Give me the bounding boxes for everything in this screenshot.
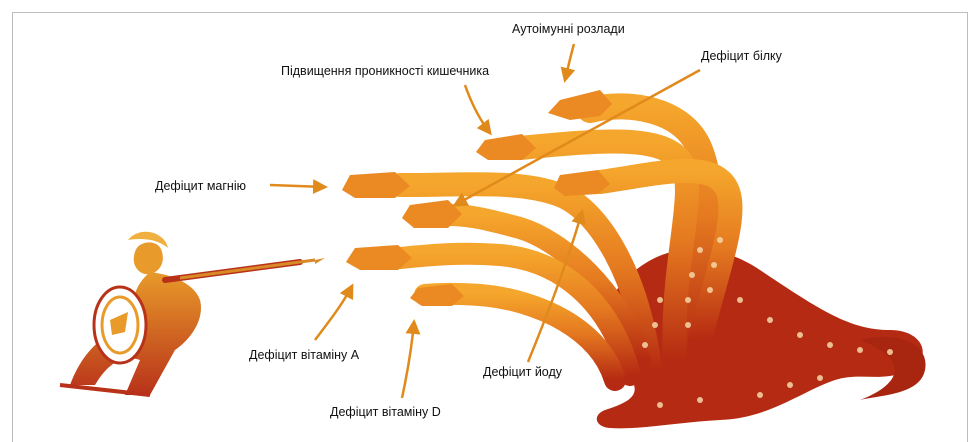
arrow-vitamin-d [402,322,414,398]
label-protein: Дефіцит білку [701,50,782,63]
hydra-illustration [342,90,926,428]
label-vitamin-d: Дефіцит вітаміну D [330,406,441,419]
label-vitamin-a: Дефіцит вітаміну А [249,349,359,362]
arrow-autoimmune [565,44,574,80]
label-magnesium: Дефіцит магнію [155,180,246,193]
warrior-illustration [60,232,325,395]
label-permeability: Підвищення проникності кишечника [281,65,489,78]
arrow-magnesium [270,185,325,187]
label-autoimmune: Аутоімунні розлади [512,23,625,36]
shield-icon [94,287,146,363]
spear-icon [180,258,325,278]
arrow-vitamin-a [315,286,352,340]
arrow-permeability [465,85,490,133]
label-iodine: Дефіцит йоду [483,366,562,379]
